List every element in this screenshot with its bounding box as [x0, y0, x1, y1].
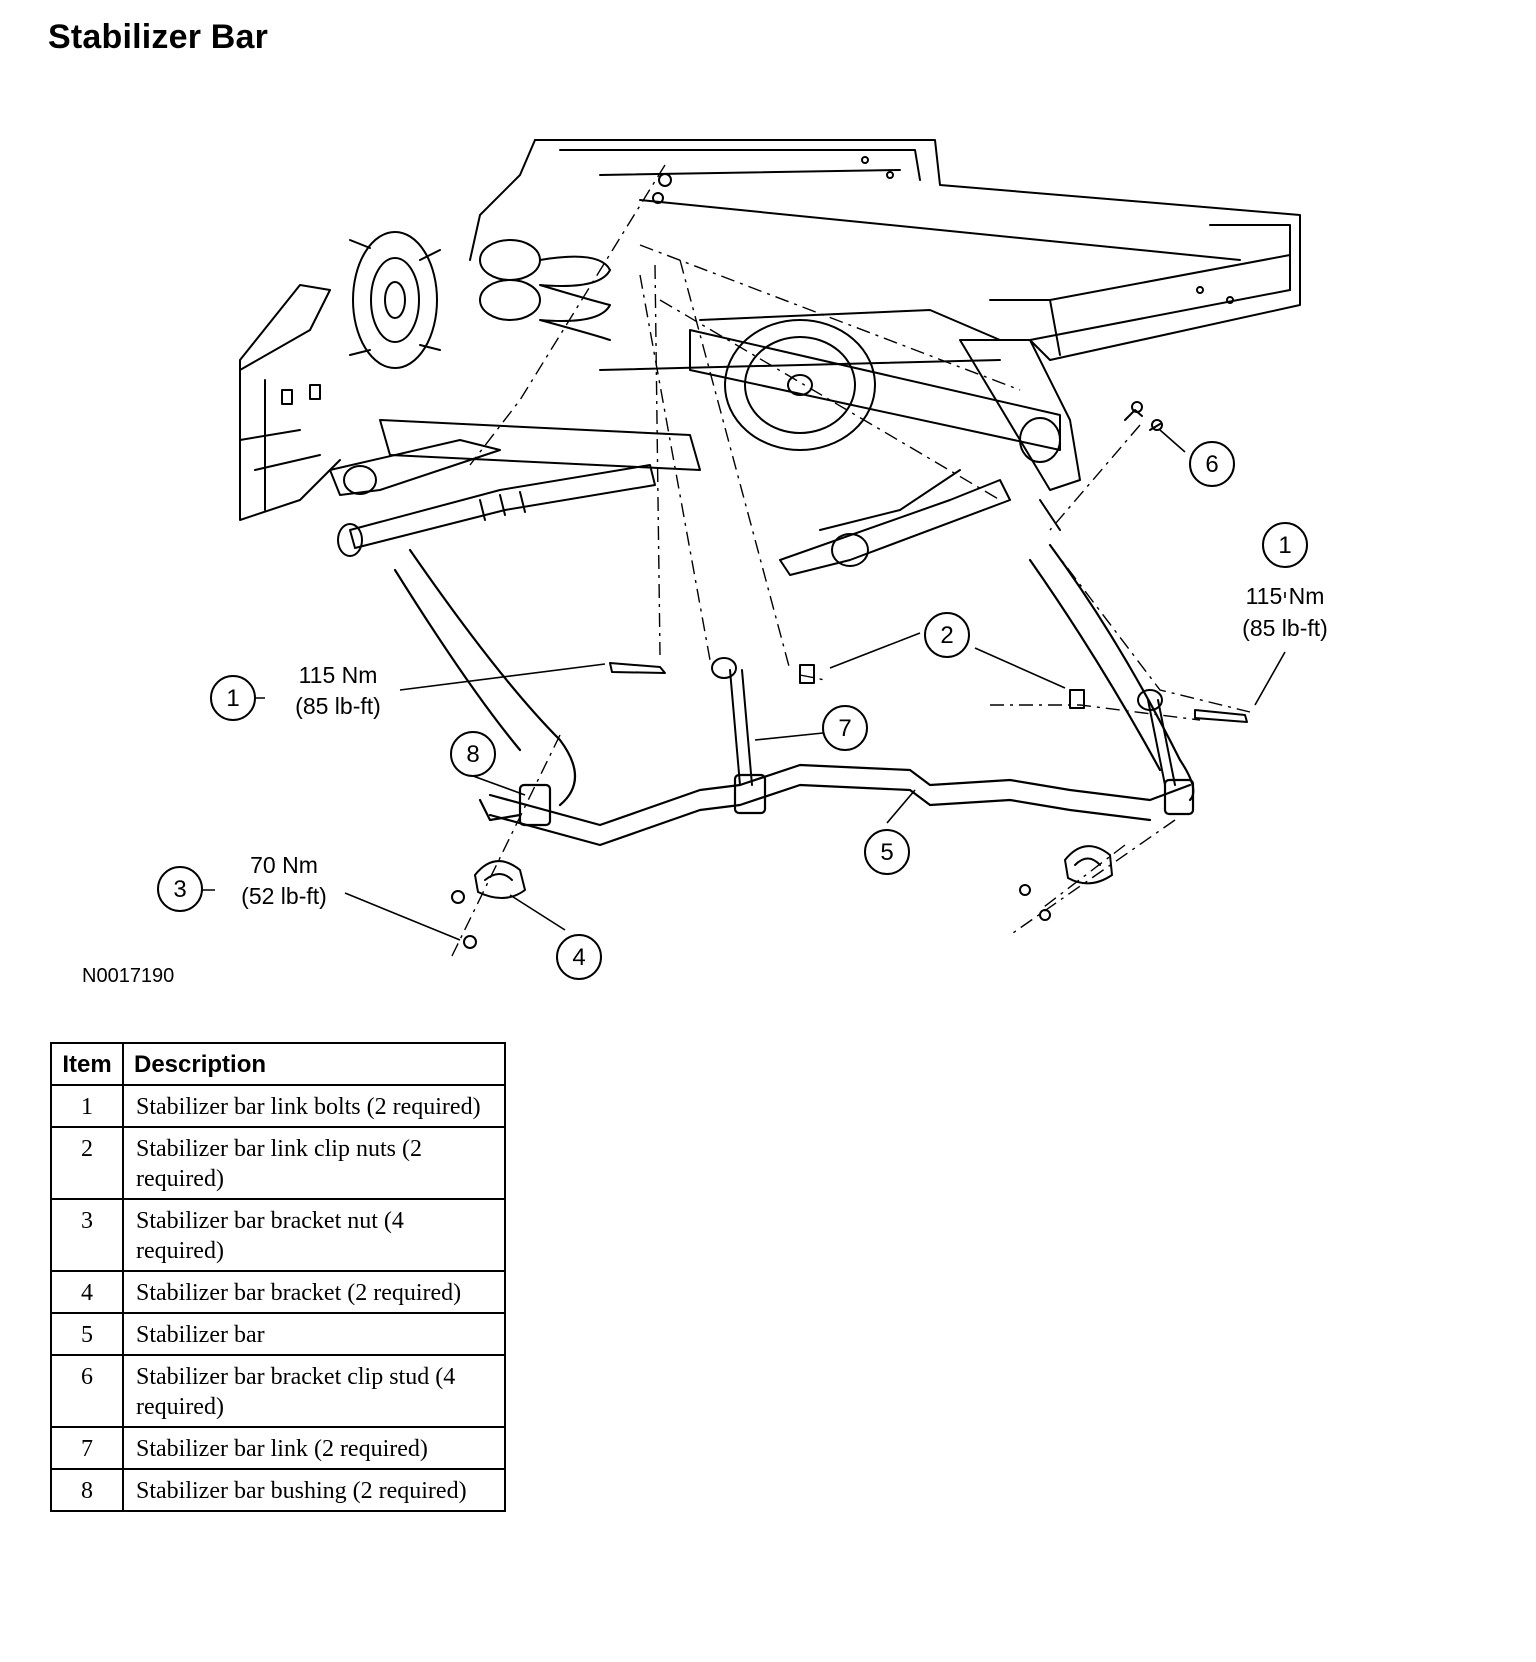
table-row: 6 Stabilizer bar bracket clip stud (4 re…: [50, 1354, 506, 1428]
figure-id: N0017190: [82, 965, 174, 987]
callout-number: 4: [572, 944, 585, 971]
legend-item-description: Stabilizer bar bracket nut (4 required): [122, 1198, 506, 1272]
legend-item-description: Stabilizer bar link (2 required): [122, 1426, 506, 1470]
legend-item-number: 3: [50, 1198, 124, 1272]
legend-item-number: 8: [50, 1468, 124, 1512]
table-row: 3 Stabilizer bar bracket nut (4 required…: [50, 1198, 506, 1272]
table-row: 7 Stabilizer bar link (2 required): [50, 1426, 506, 1470]
legend-item-number: 2: [50, 1126, 124, 1200]
legend-item-description: Stabilizer bar link bolts (2 required): [122, 1084, 506, 1128]
wheel-hub: [349, 231, 441, 369]
callout-number: 8: [466, 741, 479, 768]
callout-circle-3: [157, 866, 203, 912]
legend-item-number: 4: [50, 1270, 124, 1314]
legend-item-description: Stabilizer bar link clip nuts (2 require…: [122, 1126, 506, 1200]
rear-axle: [379, 309, 1061, 471]
legend-item-description: Stabilizer bar: [122, 1312, 506, 1356]
legend-header-description: Description: [122, 1042, 506, 1086]
callout-number: 3: [173, 876, 186, 903]
stabilizer-links: [711, 657, 1176, 786]
callout-circle-4: [556, 934, 602, 980]
callout-number: 2: [940, 622, 953, 649]
frame-rail: [469, 139, 1301, 361]
legend-item-number: 5: [50, 1312, 124, 1356]
legend-table: Item Description 1 Stabilizer bar link b…: [50, 1042, 506, 1512]
callout-circles: [157, 441, 1308, 980]
lower-arms: [329, 439, 1011, 576]
table-row: 2 Stabilizer bar link clip nuts (2 requi…: [50, 1126, 506, 1200]
torque-label-lbft: (52 lb-ft): [241, 883, 327, 909]
fasteners: [451, 173, 1248, 949]
right-bracket: [959, 339, 1081, 531]
legend-header-item: Item: [50, 1042, 124, 1086]
stabilizer-bar: [393, 543, 1195, 847]
legend-item-description: Stabilizer bar bracket clip stud (4 requ…: [122, 1354, 506, 1428]
callout-number: 7: [838, 715, 851, 742]
callout-circle-8: [450, 731, 496, 777]
callout-number: 1: [226, 685, 239, 712]
legend-item-number: 6: [50, 1354, 124, 1428]
leader-lines: [200, 429, 1286, 941]
table-row: 4 Stabilizer bar bracket (2 required): [50, 1270, 506, 1314]
legend-item-description: Stabilizer bar bracket (2 required): [122, 1270, 506, 1314]
callout-circle-5: [864, 829, 910, 875]
exploded-view-diagram: 1 1 2 3 4 5 6 7 8 115 Nm (85 lb-ft) 115 …: [82, 139, 1328, 987]
callout-circle-1-right: [1262, 522, 1308, 568]
table-row: 1 Stabilizer bar link bolts (2 required): [50, 1084, 506, 1128]
callout-number: 5: [880, 839, 893, 866]
table-row: 5 Stabilizer bar: [50, 1312, 506, 1356]
torque-label-lbft: (85 lb-ft): [1242, 615, 1328, 641]
coil-spring: [479, 239, 611, 341]
bracket-and-bushing: [474, 845, 1113, 899]
legend-header-row: Item Description: [50, 1042, 506, 1086]
callout-circle-1-left: [210, 675, 256, 721]
left-frame-section: [239, 284, 341, 521]
torque-label-nm: 70 Nm: [250, 852, 318, 878]
shock-absorber: [337, 464, 656, 557]
table-row: 8 Stabilizer bar bushing (2 required): [50, 1468, 506, 1512]
callout-circle-6: [1189, 441, 1235, 487]
torque-label-lbft: (85 lb-ft): [295, 693, 381, 719]
torque-label-nm: 115 Nm: [299, 662, 378, 688]
legend-item-number: 7: [50, 1426, 124, 1470]
callout-circle-7: [822, 705, 868, 751]
page-title: Stabilizer Bar: [48, 18, 269, 56]
exploded-centerlines: [449, 164, 1251, 961]
callout-circle-2: [924, 612, 970, 658]
callout-number: 1: [1278, 532, 1291, 559]
legend-item-description: Stabilizer bar bushing (2 required): [122, 1468, 506, 1512]
callout-number: 6: [1205, 451, 1218, 478]
legend-item-number: 1: [50, 1084, 124, 1128]
torque-label-nm: 115 Nm: [1246, 583, 1325, 609]
